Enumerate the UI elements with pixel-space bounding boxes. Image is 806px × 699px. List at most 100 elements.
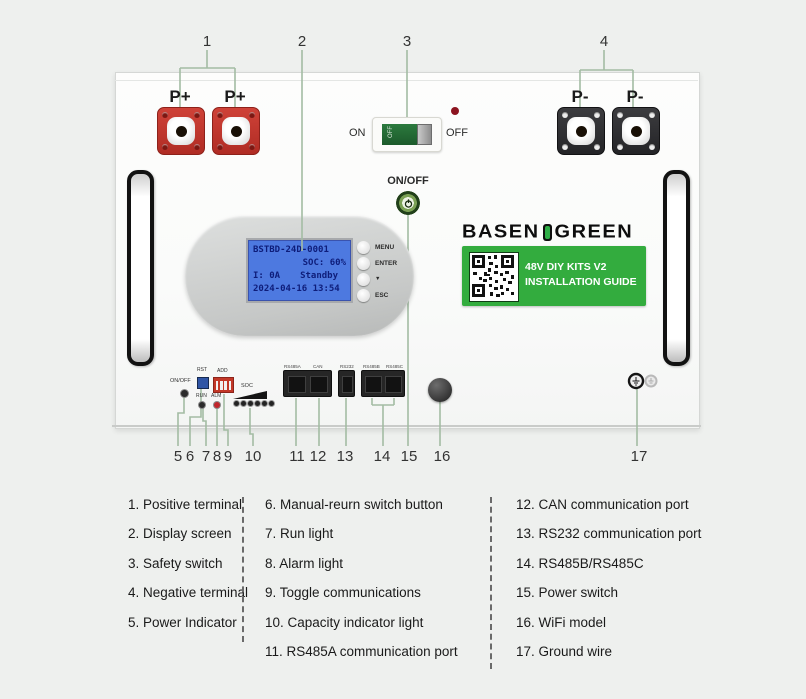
legend-column-1: 1. Positive terminal 2. Display screen 3… <box>128 497 248 644</box>
esc-button <box>357 289 370 302</box>
callout-15: 15 <box>400 448 418 465</box>
reset-button <box>197 377 209 389</box>
screw-hole <box>649 112 655 118</box>
guide-title: 48V DIY KITS V2 <box>525 261 607 273</box>
wifi-module <box>428 378 452 402</box>
menu-button <box>357 241 370 254</box>
callout-16: 16 <box>433 448 451 465</box>
screw-hole <box>217 112 223 118</box>
safety-switch-on-label: ON <box>349 127 366 139</box>
lcd-screen: BSTBD-24D-0001 SOC: 60% I: 0A Standby 20… <box>248 240 351 301</box>
rs485c-port <box>385 376 402 393</box>
run-led <box>199 402 205 408</box>
terminal-bolt <box>630 125 642 137</box>
callout-13: 13 <box>336 448 354 465</box>
rs485b-port <box>365 376 382 393</box>
screw-hole <box>162 144 168 150</box>
legend-item: 14. RS485B/RS485C <box>516 555 644 571</box>
terminal-bolt <box>230 125 242 137</box>
rs485a-can-port-block <box>283 370 332 397</box>
negative-terminal <box>612 107 660 155</box>
dip-switch <box>213 377 234 393</box>
soc-wedge-icon <box>233 391 267 399</box>
legend-column-2: 6. Manual-reurn switch button 7. Run lig… <box>265 497 458 673</box>
legend-item: 15. Power switch <box>516 585 619 601</box>
screw-hole <box>194 112 200 118</box>
lcd-mode: Standby <box>300 271 338 281</box>
menu-button-label: MENU <box>375 244 395 251</box>
positive-terminal-label: P+ <box>169 87 191 106</box>
rs485b-rs485c-port-block <box>361 370 405 397</box>
legend-item: 12. CAN communication port <box>516 497 689 512</box>
soc-led <box>255 401 260 406</box>
callout-7: 7 <box>201 448 211 465</box>
rocker-off-label: OFF <box>388 126 394 138</box>
soc-led <box>262 401 267 406</box>
installation-guide-label: 48V DIY KITS V2 INSTALLATION GUIDE <box>462 246 646 306</box>
brand-logo: BASEN GREEN <box>462 220 658 244</box>
screw-hole <box>194 144 200 150</box>
can-port <box>310 376 328 393</box>
legend-item: 7. Run light <box>265 526 334 542</box>
ground-wire-terminal <box>627 372 658 390</box>
legend-item: 11. RS485A communication port <box>265 643 458 659</box>
soc-led-row <box>234 401 274 406</box>
rs485c-label: RS485C <box>386 364 404 369</box>
legend-divider-2 <box>490 497 492 669</box>
legend-item: 9. Toggle communications <box>265 585 421 601</box>
callout-1: 1 <box>202 33 212 50</box>
display-module: BSTBD-24D-0001 SOC: 60% I: 0A Standby 20… <box>185 216 414 336</box>
lcd-current: I: 0A <box>253 271 281 281</box>
dip-switch-lever <box>215 380 219 390</box>
callout-11: 11 <box>289 448 305 465</box>
callout-12: 12 <box>309 448 327 465</box>
enter-button <box>357 257 370 270</box>
brand-name-left: BASEN <box>462 221 540 242</box>
legend-item: 16. WiFi model <box>516 614 607 630</box>
callout-4: 4 <box>599 33 609 50</box>
callout-3: 3 <box>402 33 412 50</box>
power-button <box>396 191 420 215</box>
soc-led <box>269 401 274 406</box>
screw-hole <box>162 112 168 118</box>
alarm-led <box>214 402 220 408</box>
esc-button-label: ESC <box>375 292 389 299</box>
terminal-bolt <box>575 125 587 137</box>
screw-hole <box>562 112 568 118</box>
rs232-port <box>342 376 353 393</box>
screw-hole <box>249 144 255 150</box>
negative-terminal-label: P- <box>626 87 644 106</box>
legend-item: 2. Display screen <box>128 526 232 542</box>
screw-hole <box>617 112 623 118</box>
soc-label: SOC <box>241 383 253 389</box>
legend-item: 8. Alarm light <box>265 555 344 571</box>
power-indicator-label: ON/OFF <box>170 378 191 384</box>
callout-2: 2 <box>297 33 307 50</box>
rs485a-label: RS485A <box>284 364 301 369</box>
legend-item: 1. Positive terminal <box>128 497 243 512</box>
right-handle <box>663 170 690 366</box>
screw-hole <box>649 144 655 150</box>
screw-hole <box>249 112 255 118</box>
can-label: CAN <box>313 364 323 369</box>
soc-led <box>241 401 246 406</box>
safety-indicator-led <box>451 107 459 115</box>
legend-item: 17. Ground wire <box>516 643 613 659</box>
qr-pattern <box>472 255 514 297</box>
alarm-light-label: ALM <box>211 393 222 399</box>
safety-switch: OFF <box>372 117 442 152</box>
rs485b-label: RS485B <box>363 364 380 369</box>
panel-bottom-edge <box>112 425 701 427</box>
qr-code <box>469 252 519 302</box>
terminal-bolt <box>175 125 187 137</box>
down-arrow-icon: ▼ <box>375 276 381 282</box>
left-handle <box>127 170 154 366</box>
lcd-soc-line: SOC: 60% <box>302 258 346 268</box>
callout-14: 14 <box>373 448 391 465</box>
guide-subtitle: INSTALLATION GUIDE <box>525 276 637 288</box>
callout-17: 17 <box>630 448 648 465</box>
legend-item: 10. Capacity indicator light <box>265 614 424 630</box>
safety-switch-slider <box>417 124 432 145</box>
safety-switch-off-label: OFF <box>446 127 468 139</box>
